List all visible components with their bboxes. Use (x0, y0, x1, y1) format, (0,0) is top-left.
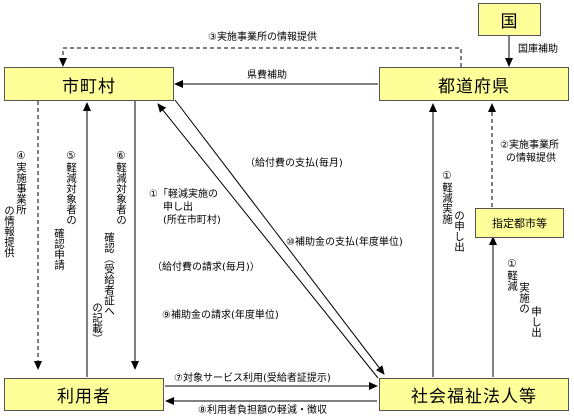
label-info-city-2: の情報提供 (506, 153, 556, 164)
label-confirm-app-col1: ⑤軽減対象者の (65, 150, 77, 225)
box-prefecture: 都道府県 (379, 67, 569, 101)
arrow-info-pref-to-municipality (59, 47, 462, 67)
label-subsidy-claim: ⑨補助金の請求(年度単位) (162, 310, 279, 321)
box-designated-city: 指定都市等 (475, 208, 564, 238)
label-offer-municipality-1: ①「軽減実施の (149, 189, 218, 200)
label-offer-pref-col1: ①軽減実施 (441, 170, 453, 224)
label-service-use: ⑦対象サービス利用(受給者証提示) (174, 373, 331, 384)
box-corporation: 社会福祉法人等 (379, 378, 569, 411)
label-info-to-user-col1: ④実施事業所 (15, 150, 27, 215)
label-confirm-record-col3: の記載） (91, 302, 103, 344)
label-info-to-user-col2: の情報提供 (3, 205, 15, 258)
box-user: 利用者 (4, 378, 164, 411)
label-offer-municipality-3: (所在市町村) (163, 215, 221, 226)
label-confirm-record-col2: 確認（受給者証へ (103, 232, 115, 316)
label-subsidy-payment: ⑩補助金の支払(年度単位) (286, 237, 403, 248)
label-info-city-1: ②実施事業所 (500, 140, 559, 151)
label-confirm-app-col2: 確認申請 (53, 228, 65, 270)
label-pref-subsidy: 県費補助 (247, 70, 287, 81)
label-offer-city-col2: 実施の (518, 282, 530, 314)
label-benefit-payment: （給付費の支払(毎月) (245, 158, 343, 169)
label-national-subsidy: 国庫補助 (518, 44, 558, 55)
label-info-top: ③実施事業所の情報提供 (208, 32, 317, 43)
box-national-government: 国 (478, 3, 541, 36)
label-offer-city-col1: ①軽減 (506, 258, 518, 291)
box-municipality: 市町村 (4, 67, 174, 101)
label-offer-pref-col2: の申し出 (453, 210, 465, 252)
label-burden-reduction: ⑧利用者負担額の軽減・徴収 (198, 405, 327, 416)
arrow-payment-to-corporation (174, 99, 385, 375)
label-offer-municipality-2: 申し出 (163, 202, 193, 213)
label-benefit-claim: （給付費の請求(毎月)） (152, 262, 260, 273)
label-confirm-record-col1: ⑥軽減対象者の (115, 150, 127, 225)
label-offer-city-col3: 申し出 (530, 306, 542, 338)
arrow-claim-to-municipality (157, 103, 379, 379)
